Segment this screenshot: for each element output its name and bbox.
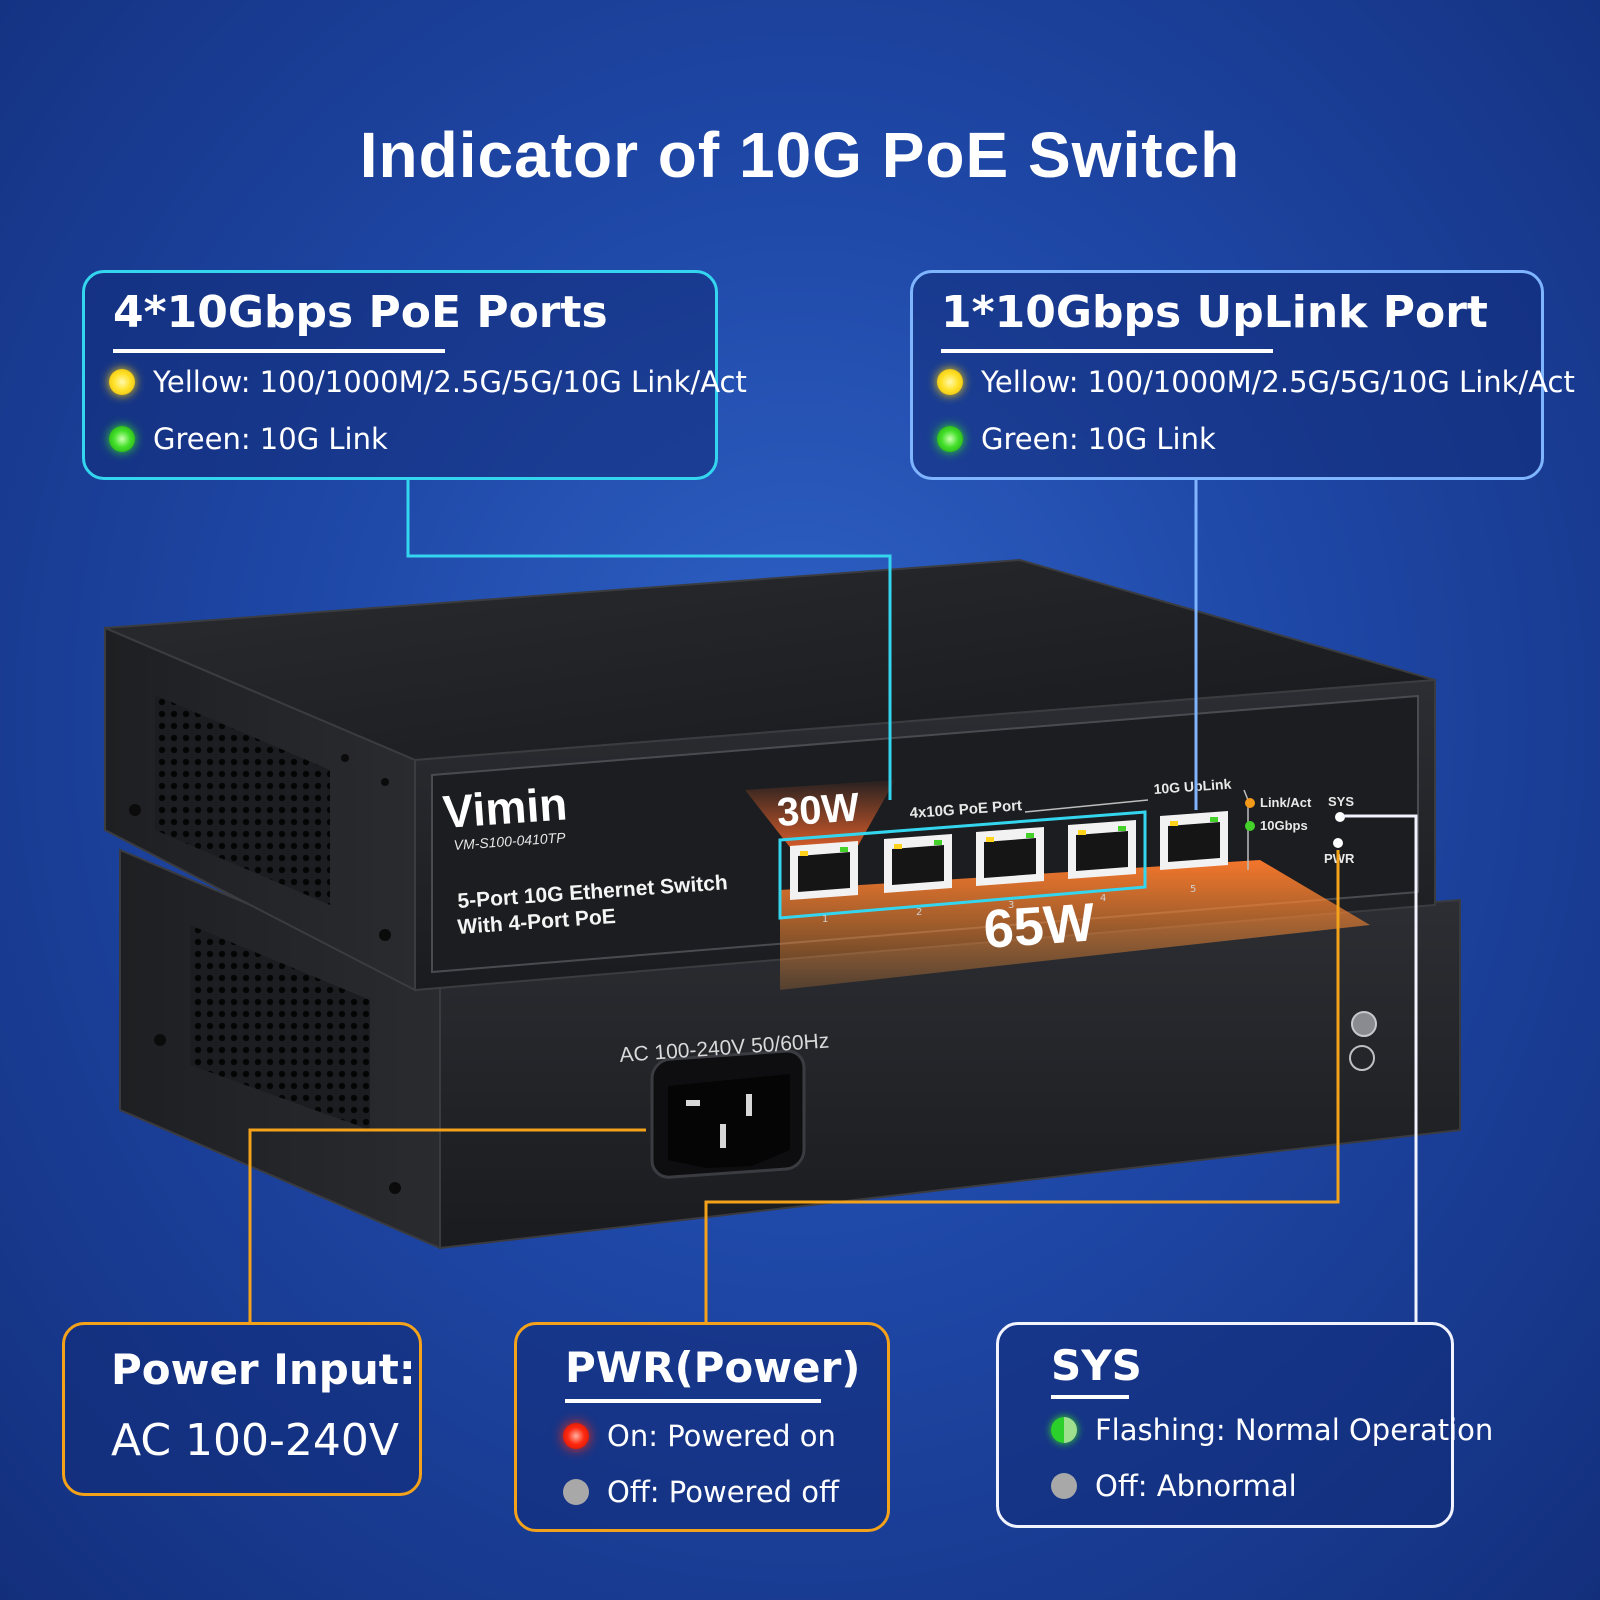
poe-ports-callout: 4*10Gbps PoE Ports Yellow: 100/1000M/2.5… [82, 270, 747, 480]
pwr-underline [565, 1399, 821, 1403]
poe-green-row: Green: 10G Link [109, 422, 388, 456]
power-input-value: AC 100-240V [111, 1415, 399, 1466]
port-4 [1068, 820, 1136, 879]
pwr-off-row: Off: Powered off [563, 1475, 839, 1509]
legend-link: Link/Act [1260, 795, 1312, 810]
power-input-callout-line [248, 1128, 646, 1322]
port-number-3: 3 [1008, 900, 1014, 911]
pwr-title: PWR(Power) [565, 1343, 861, 1392]
sys-off-row: Off: Abnormal [1051, 1469, 1297, 1503]
port-2 [884, 834, 952, 893]
pwr-led [1333, 838, 1343, 848]
sys-title: SYS [1051, 1341, 1142, 1390]
uplink-yellow-text: Yellow: 100/1000M/2.5G/5G/10G Link/Act [981, 365, 1575, 399]
yellow-led-icon [937, 369, 963, 395]
poe-yellow-row: Yellow: 100/1000M/2.5G/5G/10G Link/Act [109, 365, 747, 399]
poe-ports-title: 4*10Gbps PoE Ports [113, 287, 608, 338]
per-port-power: 30W [776, 785, 861, 835]
green-led-icon [109, 426, 135, 452]
uplink-port-underline [941, 349, 1273, 353]
poe-port-highlight [778, 810, 1147, 920]
uplink-green-row: Green: 10G Link [937, 422, 1216, 456]
port-1 [790, 841, 858, 900]
port-number-4: 4 [1100, 893, 1106, 904]
poe-yellow-text: Yellow: 100/1000M/2.5G/5G/10G Link/Act [153, 365, 747, 399]
sys-led-label: SYS [1328, 794, 1354, 809]
uplink-port-title: 1*10Gbps UpLink Port [941, 287, 1488, 338]
sys-underline [1051, 1395, 1129, 1399]
uplink-port-callout: 1*10Gbps UpLink Port Yellow: 100/1000M/2… [910, 270, 1575, 480]
pwr-on-row: On: Powered on [563, 1419, 836, 1453]
gray-led-icon [563, 1479, 589, 1505]
page-title: Indicator of 10G PoE Switch [359, 119, 1241, 191]
sys-flashing-text: Flashing: Normal Operation [1095, 1413, 1494, 1447]
power-input-callout: Power Input: AC 100-240V [62, 1322, 422, 1496]
sys-callout: SYS Flashing: Normal Operation Off: Abno… [996, 1322, 1493, 1528]
uplink-yellow-row: Yellow: 100/1000M/2.5G/5G/10G Link/Act [937, 365, 1575, 399]
power-input-label: Power Input: [111, 1345, 416, 1394]
yellow-led-icon [109, 369, 135, 395]
total-power: 65W [982, 892, 1097, 960]
sys-flashing-row: Flashing: Normal Operation [1051, 1413, 1493, 1447]
model-number: VM-S100-0410TP [453, 829, 567, 853]
pwr-on-text: On: Powered on [607, 1419, 836, 1453]
ac-socket [650, 1049, 806, 1179]
port-number-2: 2 [916, 907, 922, 918]
flashing-green-led-icon [1051, 1417, 1077, 1443]
brand-logo: Vimin [441, 777, 569, 838]
poe-ports-underline [113, 349, 445, 353]
green-led-icon [937, 426, 963, 452]
sys-off-text: Off: Abnormal [1095, 1469, 1297, 1503]
uplink-group-label: 10G UpLink [1153, 776, 1232, 797]
legend-10g: 10Gbps [1260, 818, 1308, 833]
pwr-off-text: Off: Powered off [607, 1475, 840, 1509]
port-number-1: 1 [822, 914, 828, 925]
port-5 [1160, 811, 1228, 870]
poe-callout-line [406, 478, 892, 800]
port-3 [976, 827, 1044, 886]
red-led-icon [563, 1423, 589, 1449]
pwr-callout-line [704, 850, 1340, 1322]
gray-led-icon [1051, 1473, 1077, 1499]
poe-green-text: Green: 10G Link [153, 422, 388, 456]
pwr-callout: PWR(Power) On: Powered on Off: Powered o… [514, 1322, 890, 1532]
port-number-5: 5 [1190, 884, 1196, 895]
sys-callout-line [1342, 814, 1418, 1322]
uplink-green-text: Green: 10G Link [981, 422, 1216, 456]
